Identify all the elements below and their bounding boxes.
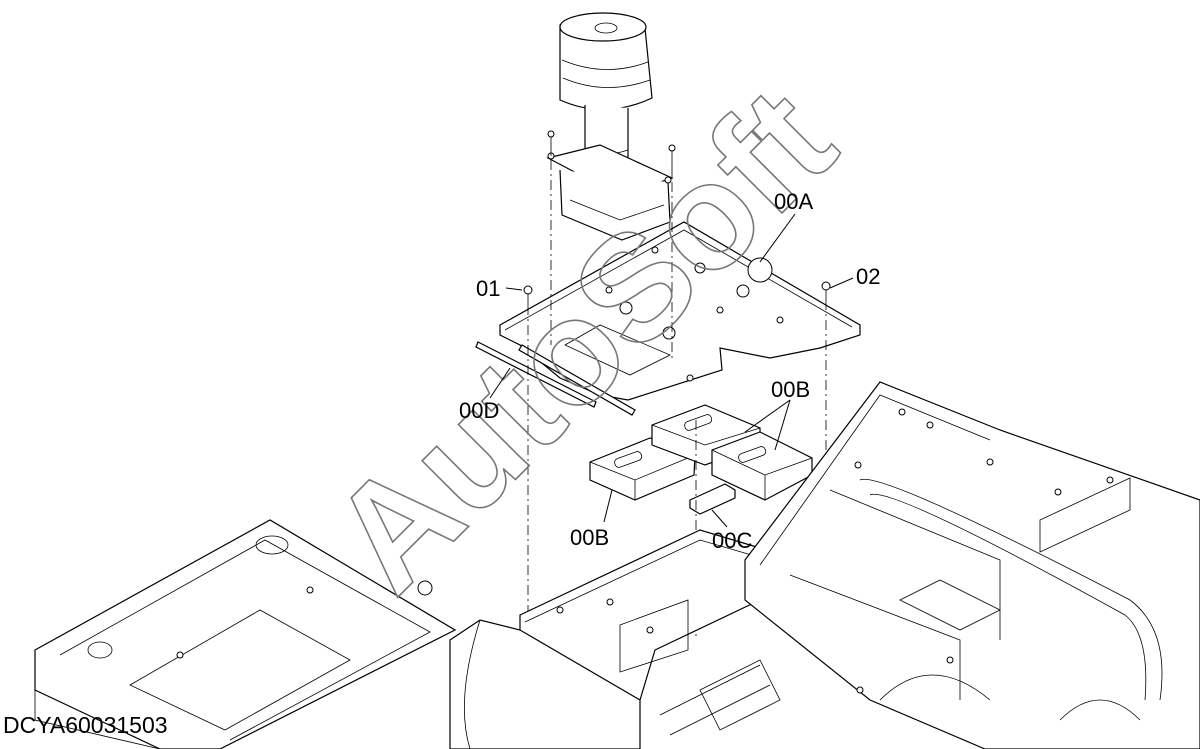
block-00C bbox=[689, 483, 736, 515]
callout-00A: 00A bbox=[774, 189, 813, 214]
air-cleaner-bracket bbox=[546, 130, 676, 241]
callout-01: 01 bbox=[476, 276, 500, 301]
callout-02: 02 bbox=[856, 264, 880, 289]
callout-00B-bottom: 00B bbox=[570, 525, 609, 550]
rubber-pads-00B bbox=[589, 404, 813, 501]
bolt-02 bbox=[821, 281, 831, 300]
bolt-01 bbox=[523, 285, 533, 305]
callout-00C: 00C bbox=[712, 528, 752, 553]
upper-frame bbox=[34, 381, 1200, 749]
callout-00D: 00D bbox=[459, 398, 499, 423]
frame-bolts bbox=[176, 408, 1114, 694]
callout-00B-top: 00B bbox=[771, 377, 810, 402]
callout-leaders bbox=[489, 213, 854, 528]
seal-strip-00D bbox=[475, 341, 636, 416]
document-id: DCYA60031503 bbox=[3, 712, 168, 738]
